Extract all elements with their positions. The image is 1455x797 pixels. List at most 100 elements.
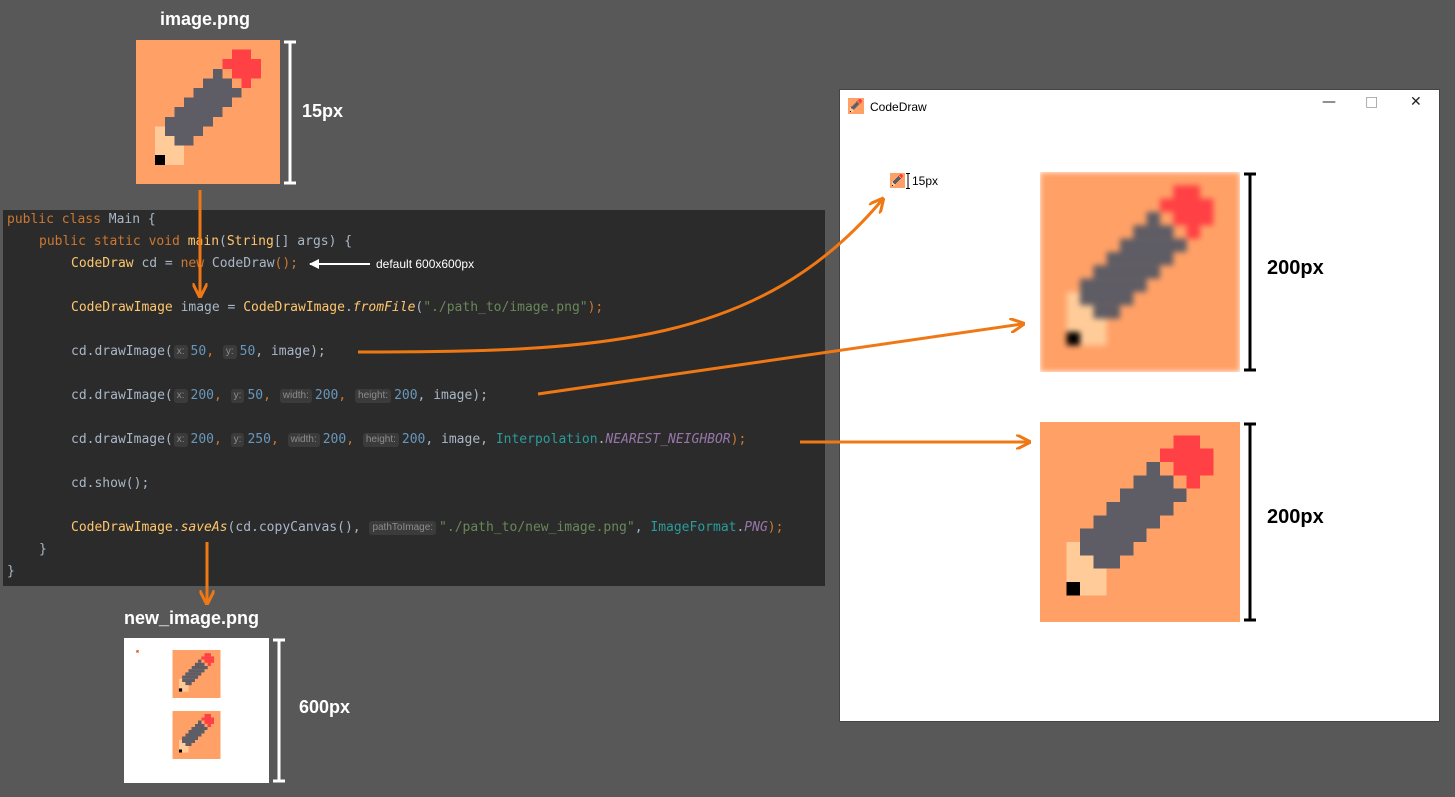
code-token: cd.show(); (71, 476, 150, 491)
code-token: NEAREST_NEIGHBOR (605, 432, 731, 447)
image-filename-label: image.png (160, 9, 251, 29)
code-token: fromFile (352, 300, 416, 315)
maximize-button[interactable]: □ (1365, 94, 1379, 110)
code-token: ); (767, 520, 784, 535)
dimension-bracket (273, 638, 285, 783)
code-line-1: public class Main { (7, 212, 156, 228)
code-token: , (346, 432, 355, 447)
code-token: 250 (247, 432, 271, 447)
code-token: , (206, 344, 215, 359)
code-token: { (140, 212, 156, 227)
code-token: , (634, 520, 651, 535)
code-token: . (172, 520, 181, 535)
code-token: String (226, 234, 274, 249)
new-image-canvas (124, 638, 269, 783)
dimension-bracket (284, 40, 296, 185)
code-token: 200 (190, 388, 215, 403)
pencil-image-scaled (172, 650, 221, 698)
code-token: public static void (39, 234, 188, 249)
pencil-scaled-smooth (1040, 172, 1240, 372)
code-token: , (338, 388, 347, 403)
code-token: public class (7, 212, 109, 227)
code-token: cd.drawImage( (71, 432, 173, 447)
code-token: , image); (255, 344, 326, 359)
app-icon (848, 98, 864, 114)
codedraw-window[interactable]: CodeDraw — □ ✕ 15px 200px 200px (839, 89, 1440, 722)
code-token: CodeDraw (71, 256, 134, 271)
code-token: "./path_to/new_image.png" (439, 520, 635, 535)
param-hint: height: (355, 389, 392, 403)
param-hint: width: (287, 433, 320, 447)
small-size-label: 15px (912, 174, 939, 188)
param-hint: pathToImage: (369, 521, 437, 535)
code-token: image = (172, 300, 244, 315)
code-token: 50 (239, 344, 256, 359)
new-image-size-label: 600px (299, 697, 351, 717)
code-token: (); (274, 256, 299, 271)
dimension-bracket (1244, 172, 1256, 372)
param-hint: height: (362, 433, 399, 447)
code-token: ); (587, 300, 604, 315)
param-hint: x: (173, 433, 188, 447)
code-token: , (214, 388, 222, 403)
param-hint: y: (222, 345, 237, 359)
pencil-image-small (890, 173, 905, 188)
code-token: 200 (401, 432, 426, 447)
code-token: , (214, 432, 222, 447)
code-token: CodeDraw (211, 256, 275, 271)
close-button[interactable]: ✕ (1410, 94, 1422, 110)
code-token: new (180, 256, 212, 271)
code-token: [] args) { (273, 234, 353, 249)
code-line-4: CodeDrawImage image = CodeDrawImage.from… (71, 300, 603, 316)
pencil-image-blurred (1040, 172, 1240, 372)
dimension-bracket (906, 173, 910, 189)
code-token: , image, (425, 432, 496, 447)
code-line-7: cd.drawImage(x:200, y:250, width:200, he… (71, 432, 746, 448)
code-token: , (270, 432, 279, 447)
param-hint: x: (173, 345, 188, 359)
code-token: saveAs (180, 520, 228, 535)
code-token: (cd.copyCanvas(), (227, 520, 361, 535)
param-hint: x: (173, 389, 188, 403)
window-title: CodeDraw (870, 100, 927, 114)
code-token: PNG (744, 520, 768, 535)
scaled-size-label-2: 200px (1267, 506, 1324, 528)
code-token: ( (219, 234, 227, 249)
code-line-2: public static void main(String[] args) { (39, 234, 352, 250)
code-token: 200 (394, 388, 418, 403)
code-token: CodeDrawImage (71, 520, 173, 535)
minimize-button[interactable]: — (1322, 94, 1336, 110)
pencil-scaled-nearest (1040, 422, 1240, 622)
code-token: Interpolation (495, 432, 598, 447)
code-line-3: CodeDraw cd = new CodeDraw(); (71, 256, 298, 272)
default-size-annotation: default 600x600px (376, 257, 475, 271)
code-token: CodeDrawImage (71, 300, 173, 315)
param-hint: y: (230, 433, 245, 447)
code-token: ); (730, 432, 747, 447)
code-line-8: cd.show(); (71, 476, 149, 492)
code-token: . (597, 432, 606, 447)
code-token: cd.drawImage( (71, 388, 173, 403)
code-line-6: cd.drawImage(x:200, y:50, width:200, hei… (71, 388, 488, 404)
code-token: "./path_to/image.png" (423, 300, 588, 315)
param-hint: y: (230, 389, 245, 403)
code-token: 200 (314, 388, 339, 403)
code-token: cd = (133, 256, 181, 271)
code-line-11: } (7, 564, 15, 579)
pencil-image-tiny (136, 650, 139, 653)
code-token: 200 (190, 432, 215, 447)
code-token: , image); (417, 388, 488, 403)
code-token: 200 (322, 432, 347, 447)
code-token: main (187, 234, 220, 249)
code-token: . (736, 520, 745, 535)
code-line-9: CodeDrawImage.saveAs(cd.copyCanvas(), pa… (71, 520, 783, 536)
new-image-filename-label: new_image.png (124, 608, 260, 628)
scaled-size-label-1: 200px (1267, 257, 1324, 279)
param-hint: width: (279, 389, 312, 403)
code-token: Main (108, 212, 141, 227)
dimension-bracket (1244, 422, 1256, 622)
code-token: 50 (247, 388, 264, 403)
code-token: CodeDrawImage (243, 300, 345, 315)
code-token: 50 (190, 344, 207, 359)
code-line-10: } (39, 542, 47, 557)
